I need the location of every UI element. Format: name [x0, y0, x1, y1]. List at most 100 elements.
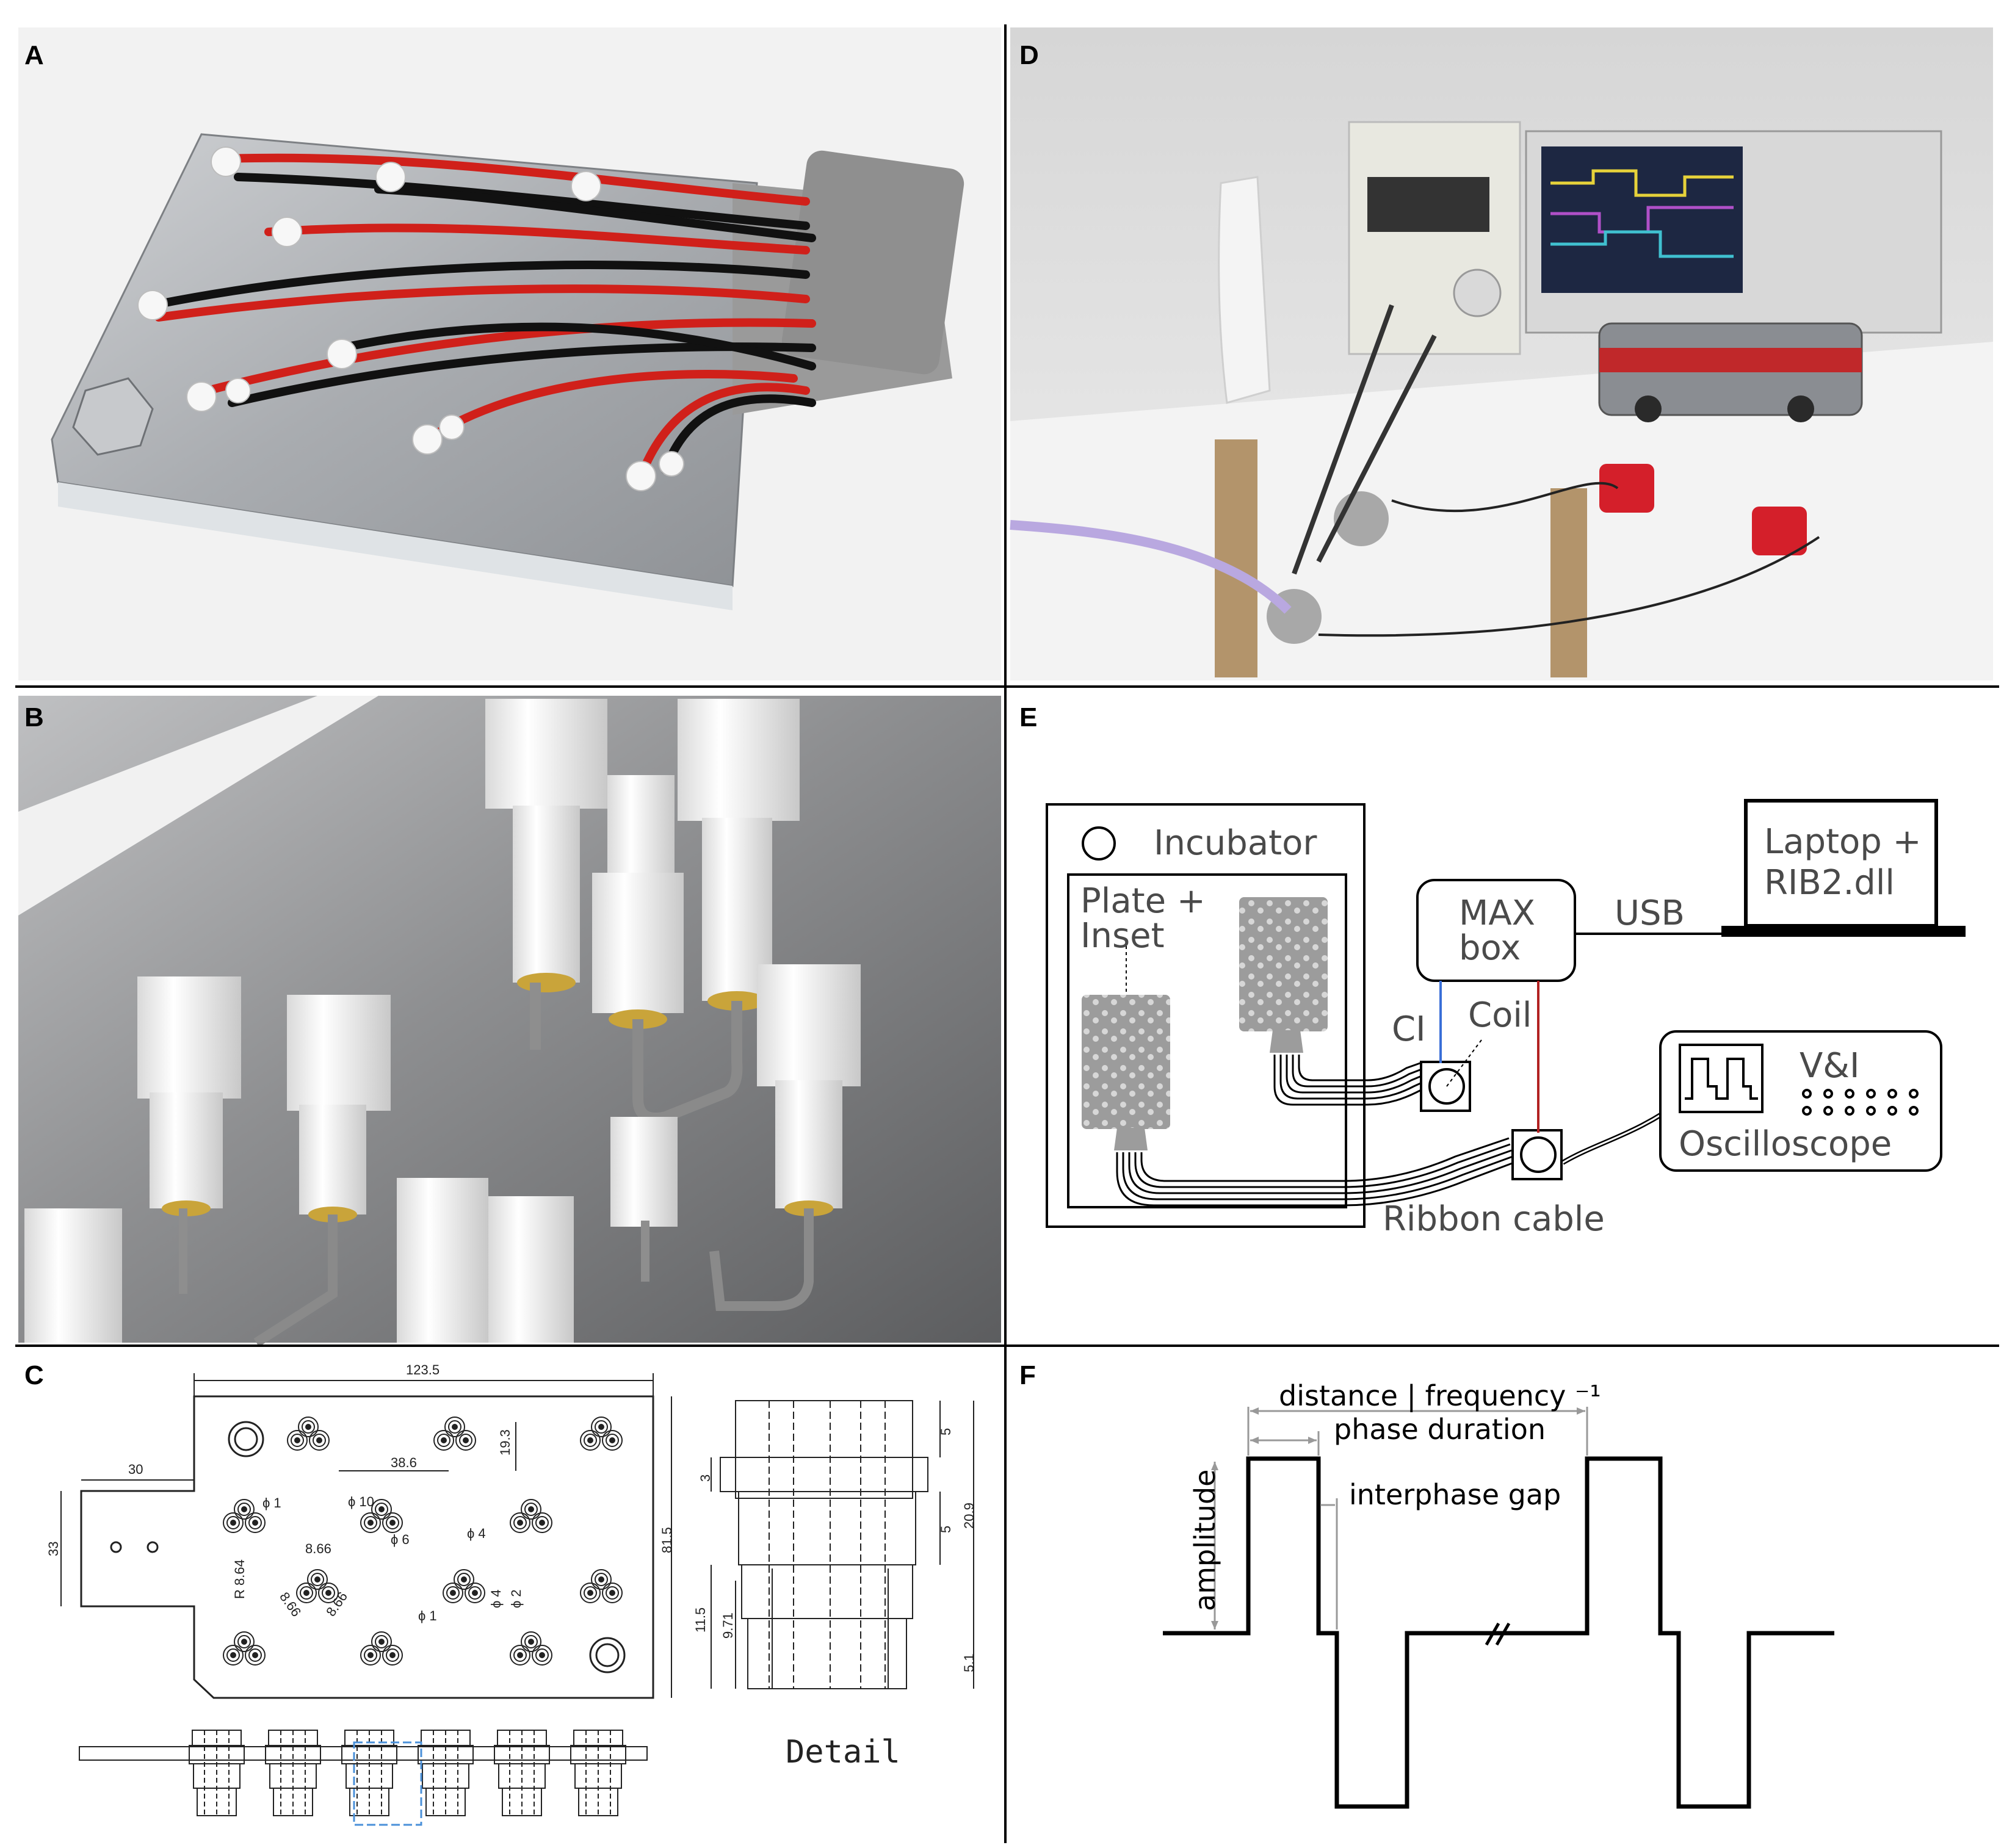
- electrode-ring: [433, 1430, 454, 1451]
- label-laptop: Laptop +: [1764, 822, 1922, 862]
- electrode-ring: [316, 1437, 322, 1443]
- ribbon-cable-lower: [1116, 1137, 1514, 1207]
- detail-label: Detail: [786, 1734, 900, 1770]
- label-coil: Coil: [1468, 995, 1532, 1035]
- electrode-ring: [468, 1586, 482, 1600]
- electrode-ring: [360, 1645, 381, 1666]
- incubator-indicator-icon: [1082, 826, 1116, 861]
- electrode-ring: [309, 1430, 330, 1451]
- dim-5-a: 5: [938, 1428, 953, 1435]
- electrode-ring: [230, 1652, 236, 1658]
- electrode-ring: [528, 1639, 534, 1645]
- panel-label-a: A: [24, 40, 44, 70]
- dim-81-5: 81.5: [659, 1527, 675, 1553]
- electrode-ring: [606, 1434, 619, 1447]
- panel-c-dimension-lines: [60, 1373, 672, 1698]
- electrode-ring: [510, 1512, 530, 1533]
- electrode-ring: [311, 1573, 324, 1586]
- electrode-ring: [513, 1516, 527, 1529]
- electrode-ring: [360, 1512, 381, 1533]
- plate-left: [1082, 946, 1170, 1150]
- electrode-ring: [303, 1590, 309, 1596]
- electrode-ring: [521, 1499, 541, 1520]
- panel-grid-lines: [15, 24, 1999, 1843]
- electrode-ring: [598, 1576, 604, 1583]
- electrode-ring: [364, 1648, 377, 1662]
- electrode-ring: [252, 1520, 258, 1526]
- electrode-ring: [226, 1648, 240, 1662]
- panel-c-detail-drawing: [711, 1400, 974, 1689]
- electrode-ring: [598, 1424, 604, 1430]
- electrode-ring: [591, 1569, 612, 1590]
- electrode-ring: [532, 1512, 552, 1533]
- dim-20-9: 20.9: [961, 1503, 977, 1529]
- electrode-ring: [528, 1506, 534, 1512]
- electrode-ring: [580, 1583, 601, 1603]
- electrode-ring: [584, 1586, 597, 1600]
- electrode-ring: [517, 1652, 523, 1658]
- electrode-ring: [535, 1516, 549, 1529]
- side-view-electrode: [422, 1763, 469, 1789]
- electrode-ring: [248, 1516, 262, 1529]
- panel-label-e: E: [1019, 702, 1037, 732]
- electrode-ring: [382, 1645, 403, 1666]
- electrode-ring: [245, 1512, 266, 1533]
- dim-30: 30: [128, 1462, 143, 1477]
- label-plate: Plate +: [1080, 881, 1206, 921]
- electrode-ring: [389, 1520, 396, 1526]
- electrode-ring: [364, 1516, 377, 1529]
- incubator-box: [1046, 803, 1366, 1228]
- electrode-ring: [322, 1586, 335, 1600]
- electrode-ring: [378, 1506, 385, 1512]
- electrode-ring: [223, 1512, 244, 1533]
- label-oscilloscope: Oscilloscope: [1679, 1124, 1892, 1164]
- electrode-ring: [300, 1586, 313, 1600]
- electrode-ring: [241, 1506, 247, 1512]
- electrode-ring: [524, 1635, 538, 1648]
- dim-phi-1-a: ϕ 1: [262, 1495, 281, 1511]
- dim-phi-4-a: ϕ 4: [467, 1526, 486, 1541]
- electrode-ring: [437, 1434, 450, 1447]
- panel-c-drawing: [80, 1395, 654, 1699]
- label-phase-duration: phase duration: [1334, 1413, 1546, 1446]
- side-view-electrode: [345, 1763, 393, 1789]
- electrode-ring: [245, 1645, 266, 1666]
- dim-3: 3: [698, 1474, 713, 1482]
- dim-phi-1-b: ϕ 1: [418, 1608, 437, 1623]
- panel-f-waveform: [1163, 1407, 1834, 1809]
- electrode-ring: [452, 1424, 458, 1430]
- electrode-ring: [443, 1583, 463, 1603]
- electrode-ring: [386, 1648, 399, 1662]
- electrode-ring: [287, 1430, 308, 1451]
- electrode-ring: [510, 1645, 530, 1666]
- electrode-ring: [602, 1583, 623, 1603]
- electrode-ring: [448, 1420, 461, 1434]
- electrode-ring: [223, 1645, 244, 1666]
- electrode-ring: [602, 1430, 623, 1451]
- electrode-ring: [455, 1430, 476, 1451]
- electrode-ring: [237, 1635, 251, 1648]
- electrode-ring: [226, 1516, 240, 1529]
- label-ribbon-cable: Ribbon cable: [1383, 1199, 1605, 1239]
- electrode-ring: [524, 1503, 538, 1516]
- electrode-ring: [389, 1652, 396, 1658]
- panel-c-electrodes: [223, 1417, 623, 1666]
- biphasic-waveform: [1163, 1456, 1834, 1809]
- electrode-ring: [472, 1590, 478, 1596]
- dim-5-b: 5: [938, 1526, 953, 1533]
- label-distance-frequency: distance | frequency ⁻¹: [1279, 1379, 1601, 1413]
- electrode-ring: [302, 1420, 315, 1434]
- electrode-ring: [521, 1631, 541, 1652]
- panel-b-photo: [18, 696, 1001, 1347]
- label-incubator: Incubator: [1154, 823, 1317, 863]
- electrode-ring: [606, 1586, 619, 1600]
- electrode-ring: [298, 1417, 319, 1437]
- electrode-ring: [230, 1520, 236, 1526]
- panel-c-side-view: [79, 1730, 648, 1826]
- electrode-ring: [463, 1437, 469, 1443]
- electrode-ring: [291, 1434, 304, 1447]
- oscilloscope-knobs-icon: [1802, 1089, 1919, 1116]
- label-usb: USB: [1615, 893, 1685, 933]
- electrode-ring: [375, 1503, 388, 1516]
- panel-label-d: D: [1019, 40, 1039, 70]
